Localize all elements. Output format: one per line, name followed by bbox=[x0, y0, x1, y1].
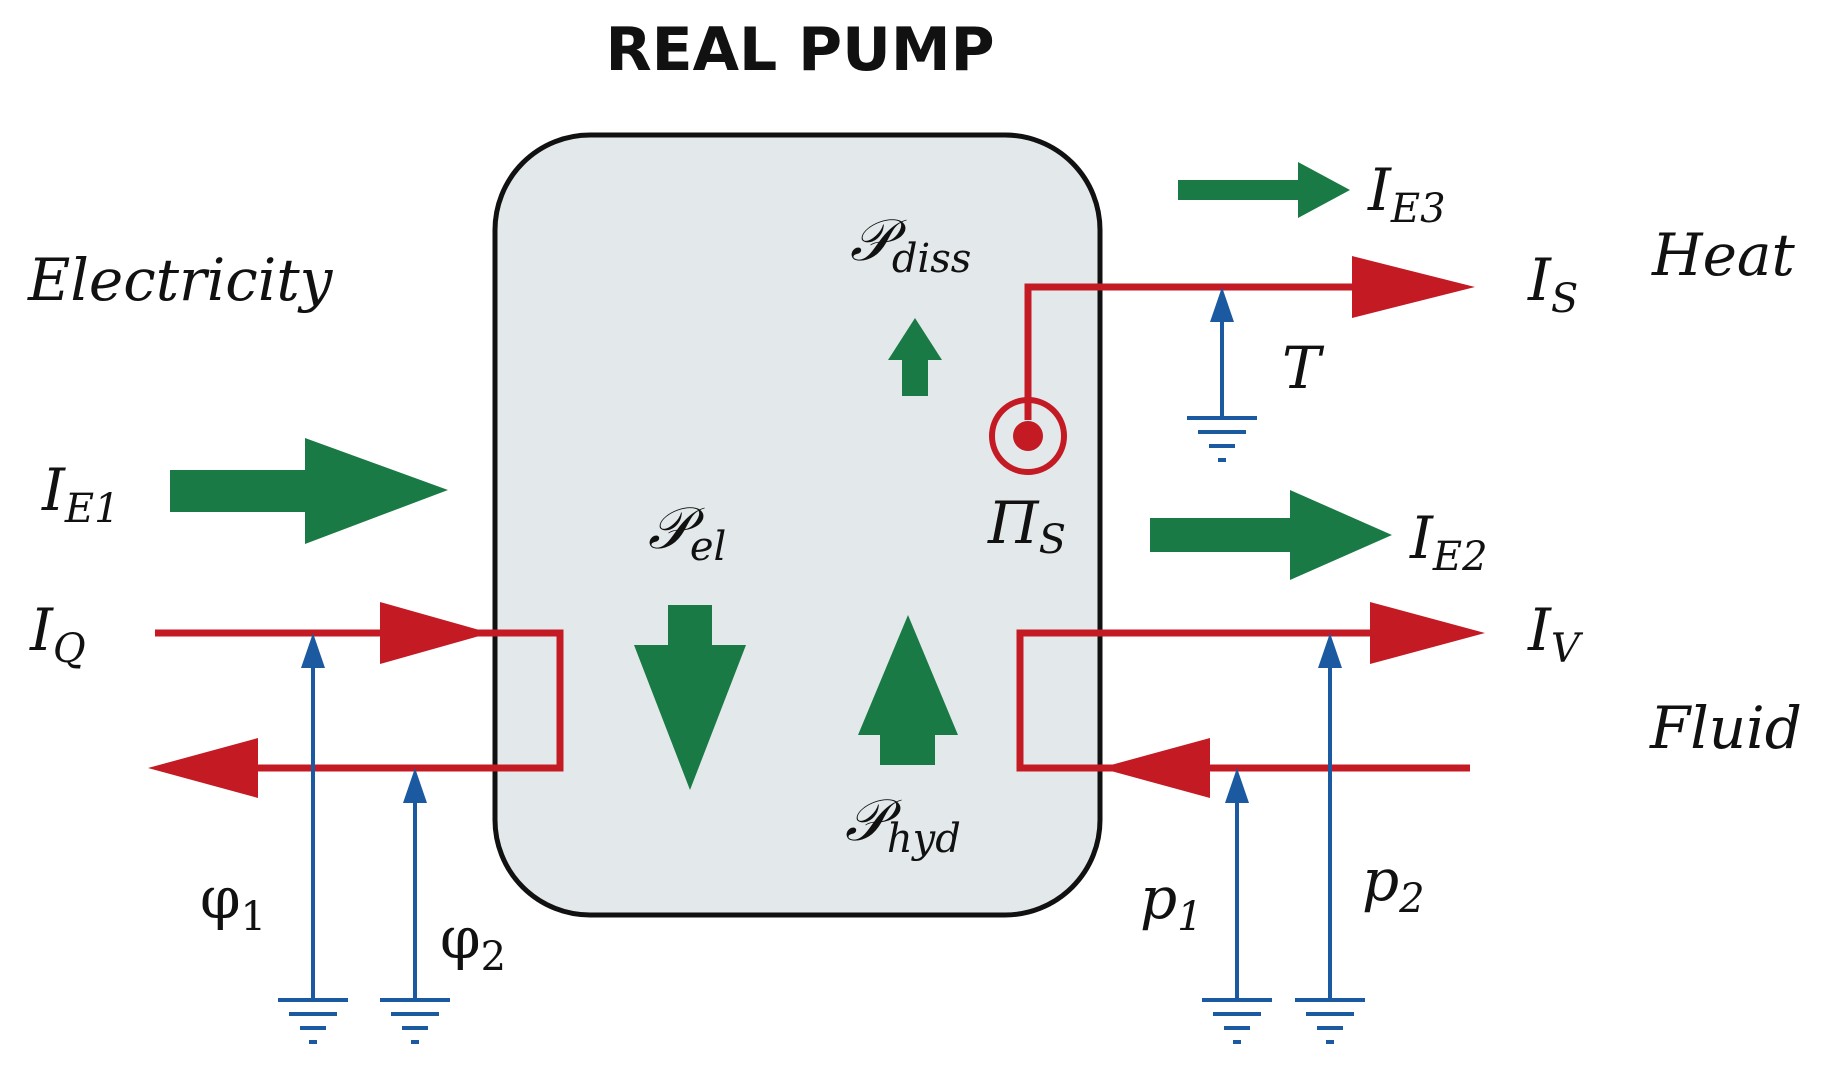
entropy-production-dot bbox=[1013, 421, 1043, 451]
power-el-arrow bbox=[634, 605, 746, 790]
power-el-label: 𝒫el bbox=[648, 494, 726, 570]
p1-label: p1 bbox=[1140, 864, 1203, 940]
t-ground-icon bbox=[1187, 416, 1257, 462]
t-label: T bbox=[1282, 334, 1325, 402]
t-arrowhead bbox=[1210, 287, 1234, 322]
power-hyd-arrow bbox=[858, 615, 958, 765]
energy-arrow-ie2 bbox=[1150, 490, 1392, 580]
iq-label: IQ bbox=[29, 596, 86, 672]
phi1-arrowhead bbox=[301, 633, 325, 668]
phi1-ground-icon bbox=[278, 998, 348, 1044]
p2-label: p2 bbox=[1362, 846, 1425, 922]
charge-flow-loop bbox=[155, 629, 564, 772]
p2-ground-icon bbox=[1295, 998, 1365, 1044]
phi2-arrowhead bbox=[403, 768, 427, 803]
charge-flow-in-arrowhead bbox=[380, 602, 490, 664]
p1-ground-icon bbox=[1202, 998, 1272, 1044]
volume-flow-loop bbox=[1016, 629, 1470, 772]
diagram-title: REAL PUMP bbox=[605, 15, 994, 85]
volume-flow-out-arrowhead bbox=[1370, 602, 1485, 664]
ie1-label: IE1 bbox=[41, 456, 120, 532]
phi1-label: φ1 bbox=[200, 864, 266, 940]
p1-arrowhead bbox=[1225, 768, 1249, 803]
heat-label: Heat bbox=[1651, 221, 1795, 289]
entropy-flow-arrowhead bbox=[1352, 256, 1475, 318]
p2-arrowhead bbox=[1318, 633, 1342, 668]
charge-flow-out-arrowhead bbox=[148, 738, 258, 798]
entropy-flow-line bbox=[1024, 283, 1400, 420]
energy-arrow-ie1 bbox=[170, 438, 448, 544]
electricity-label: Electricity bbox=[27, 246, 334, 314]
entropy-production-ring bbox=[989, 397, 1067, 475]
phi2-ground-icon bbox=[380, 998, 450, 1044]
iv-label: IV bbox=[1527, 596, 1584, 672]
ie2-label: IE2 bbox=[1409, 504, 1488, 580]
phi2-label: φ2 bbox=[440, 904, 506, 980]
fluid-label: Fluid bbox=[1649, 694, 1802, 762]
power-diss-arrow bbox=[888, 318, 942, 396]
ie3-label: IE3 bbox=[1367, 156, 1446, 232]
is-label: IS bbox=[1527, 246, 1578, 322]
entropy-production-label: ΠS bbox=[987, 489, 1066, 563]
volume-flow-in-arrowhead bbox=[1100, 738, 1210, 798]
power-hyd-label: 𝒫hyd bbox=[845, 786, 961, 862]
energy-arrow-ie3 bbox=[1178, 162, 1350, 218]
